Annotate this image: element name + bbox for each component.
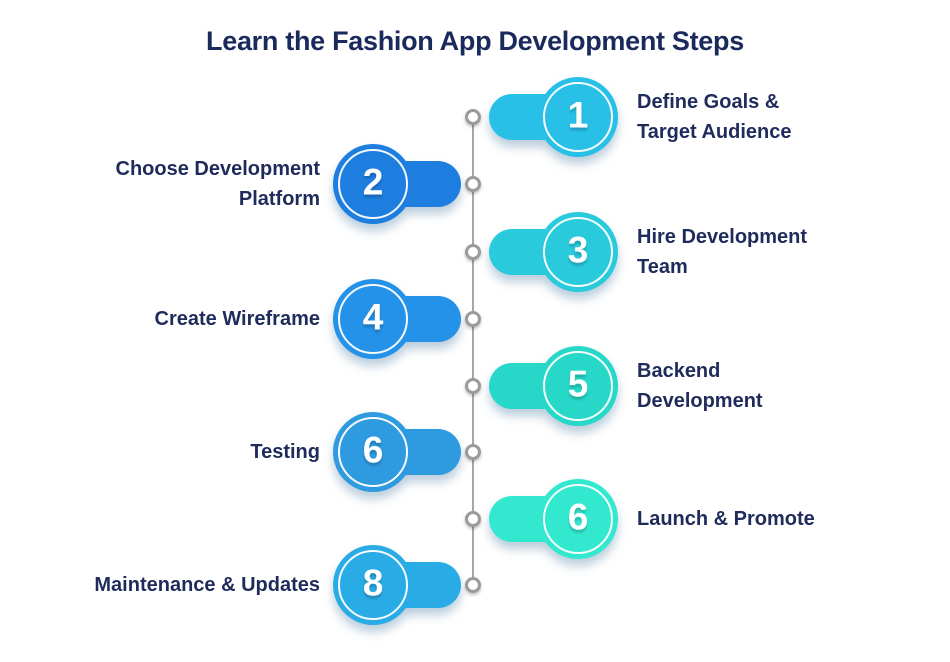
step-label: Hire Development Team [637,226,808,278]
step-label: Maintenance & Updates [94,574,320,596]
timeline-dot [465,511,481,527]
marker-circle: 8 [333,545,413,625]
marker-circle: 6 [333,412,413,492]
step-label: Choose Development Platform [115,158,320,210]
step-number: 2 [362,161,384,203]
step-number: 4 [362,296,384,338]
timeline-dot [465,378,481,394]
step-number: 1 [567,94,589,136]
timeline-dot [465,311,481,327]
step-label: Create Wireframe [154,308,320,330]
step-number: 6 [362,429,384,471]
marker-circle: 6 [538,479,618,559]
marker-circle: 3 [538,212,618,292]
timeline-line [472,117,474,585]
marker-circle: 1 [538,77,618,157]
timeline-dot [465,244,481,260]
marker-circle: 5 [538,346,618,426]
step-label: Backend Development [637,360,763,412]
timeline-dot [465,444,481,460]
page-title: Learn the Fashion App Development Steps [206,26,744,56]
step-number: 3 [567,229,589,271]
marker-circle: 4 [333,279,413,359]
timeline-dot [465,109,481,125]
timeline-dot [465,176,481,192]
step-label: Define Goals & Target Audience [637,91,792,143]
marker-circle: 2 [333,144,413,224]
step-number: 5 [567,363,589,405]
timeline-dot [465,577,481,593]
step-number: 8 [362,562,384,604]
step-label: Launch & Promote [637,508,815,530]
step-label: Testing [250,441,320,463]
step-number: 6 [567,496,589,538]
